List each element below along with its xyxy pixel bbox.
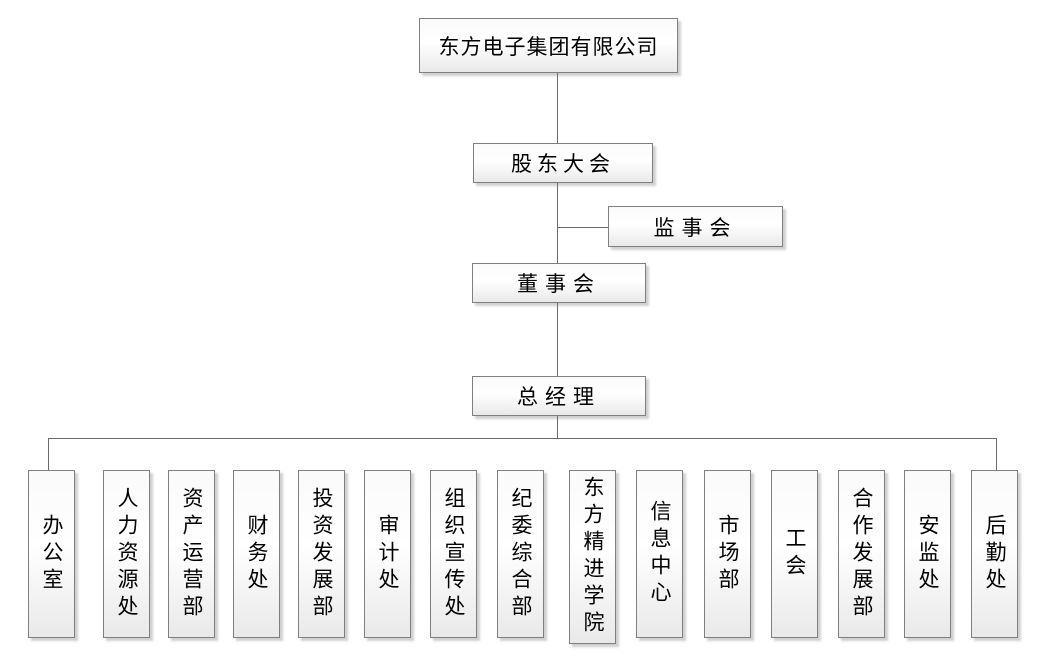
connector-board-gm [557, 303, 558, 376]
connector-gm-department-bus [557, 416, 558, 438]
org-node-human-resources: 人力资源处 [103, 470, 150, 638]
org-node-labor-union: 工会 [771, 470, 818, 638]
org-node-company: 东方电子集团有限公司 [419, 18, 678, 73]
org-node-information-center: 信息中心 [636, 470, 683, 638]
org-node-discipline-inspection: 纪委综合部 [497, 470, 544, 638]
org-node-investment-development-label: 投资发展部 [310, 486, 334, 622]
org-node-logistics: 后勤处 [971, 470, 1018, 638]
connector-shareholders-board [557, 183, 558, 263]
org-node-organization-publicity-label: 组织宣传处 [442, 486, 466, 622]
org-node-office: 办公室 [28, 470, 75, 638]
org-node-cooperation-development: 合作发展部 [838, 470, 885, 638]
connector-department-bus [48, 438, 997, 439]
org-node-safety-supervision: 安监处 [904, 470, 951, 638]
org-node-finance-label: 财务处 [245, 513, 269, 595]
connector-bus-drop-left [48, 438, 49, 470]
org-node-gm-label: 总经理 [517, 385, 601, 409]
org-node-company-label: 东方电子集团有限公司 [438, 34, 659, 59]
org-node-shareholders-meeting: 股东大会 [473, 143, 653, 183]
org-node-finance: 财务处 [233, 470, 280, 638]
org-node-logistics-label: 后勤处 [983, 513, 1007, 595]
org-node-human-resources-label: 人力资源处 [115, 486, 139, 622]
org-node-organization-publicity: 组织宣传处 [430, 470, 477, 638]
org-node-jingjin-academy-label: 东方精进学院 [581, 476, 605, 638]
connector-bus-drop-right [996, 438, 997, 470]
org-node-supervisory-board: 监事会 [608, 206, 783, 247]
connector-company-shareholders [557, 73, 558, 144]
org-node-board-of-directors: 董事会 [472, 263, 646, 303]
org-node-shareholders-label: 股东大会 [511, 152, 615, 176]
org-node-supervisory-label: 监事会 [653, 215, 738, 240]
org-node-discipline-inspection-label: 纪委综合部 [509, 486, 533, 622]
org-node-cooperation-development-label: 合作发展部 [850, 486, 874, 622]
org-node-asset-operations-label: 资产运营部 [180, 486, 204, 622]
org-node-general-manager: 总经理 [472, 376, 646, 416]
org-node-asset-operations: 资产运营部 [168, 470, 215, 638]
org-node-audit-label: 审计处 [376, 513, 400, 595]
org-node-labor-union-label: 工会 [783, 527, 807, 581]
org-node-jingjin-academy: 东方精进学院 [569, 470, 616, 644]
org-node-audit: 审计处 [364, 470, 411, 638]
connector-branch-supervisory [557, 227, 608, 228]
org-node-investment-development: 投资发展部 [298, 470, 345, 638]
org-node-safety-supervision-label: 安监处 [916, 513, 940, 595]
org-node-marketing: 市场部 [704, 470, 751, 638]
org-node-marketing-label: 市场部 [716, 513, 740, 595]
org-node-information-center-label: 信息中心 [648, 500, 672, 608]
org-node-office-label: 办公室 [40, 513, 64, 595]
org-node-board-label: 董事会 [517, 272, 601, 296]
